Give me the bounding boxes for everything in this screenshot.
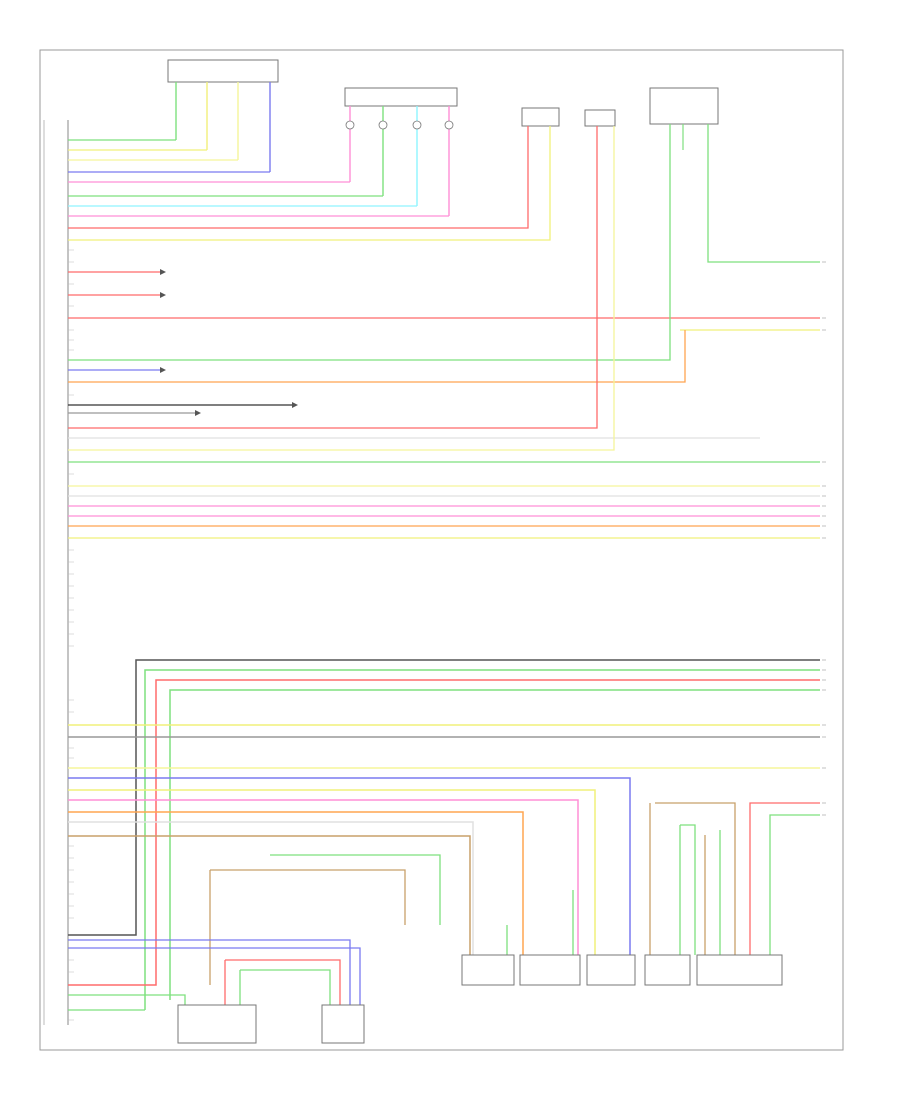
bottom-sensor-4 [644, 954, 691, 986]
bottom-left-module [177, 1004, 257, 1044]
lower-bus-wires [68, 659, 820, 1010]
diagram-frame [39, 49, 844, 1051]
connector-b [584, 109, 616, 127]
bottom-sensor-5 [696, 954, 783, 986]
connector-c [649, 87, 719, 125]
top-center-module [344, 87, 458, 107]
bottom-sensor-3 [586, 954, 636, 986]
bottom-sensor-1 [461, 954, 515, 986]
upper-harness-wires [68, 126, 551, 241]
short-arrow-wires [68, 269, 298, 416]
bottom-sensor-2 [519, 954, 581, 986]
long-harness-wires [68, 124, 820, 539]
connector-a [521, 107, 560, 127]
bottom-center-module [321, 1004, 365, 1044]
top-left-module [167, 59, 279, 83]
